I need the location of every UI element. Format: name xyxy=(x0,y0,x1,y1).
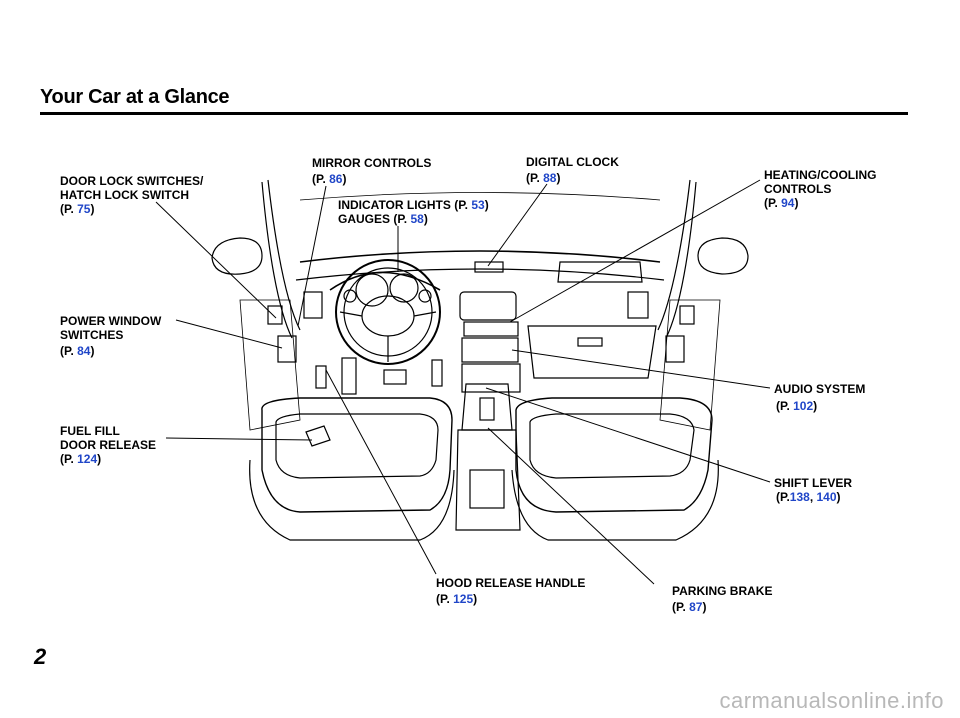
page-link[interactable]: 102 xyxy=(793,399,814,413)
page-link[interactable]: 75 xyxy=(77,202,91,216)
mirror-ref: (P. 86) xyxy=(312,172,431,186)
ref-prefix: (P. xyxy=(776,399,794,413)
title-rule xyxy=(40,112,908,115)
hood-ref: (P. 125) xyxy=(436,592,585,606)
ref-close: ) xyxy=(813,399,818,413)
door-lock-label: DOOR LOCK SWITCHES/ HATCH LOCK SWITCH (P… xyxy=(60,174,203,216)
heating-label-line2: CONTROLS xyxy=(764,182,832,196)
ref-prefix: (P. xyxy=(764,196,782,210)
digital-clock-label: DIGITAL CLOCK (P. 88) xyxy=(526,155,619,185)
fuel-label-line1: FUEL FILL xyxy=(60,424,120,438)
page-link[interactable]: 138 xyxy=(789,490,810,504)
power-window-line1: POWER WINDOW xyxy=(60,314,162,328)
clock-label-line1: DIGITAL CLOCK xyxy=(526,155,619,169)
indicator-gauges-label: INDICATOR LIGHTS (P. 53) GAUGES (P. 58) xyxy=(338,198,489,226)
page-link[interactable]: 53 xyxy=(471,198,485,212)
power-window-ref: (P. 84) xyxy=(60,344,161,358)
ref-close: ) xyxy=(342,172,347,186)
mirror-label-line1: MIRROR CONTROLS xyxy=(312,156,432,170)
ref-close: ) xyxy=(836,490,841,504)
ref-close: ) xyxy=(90,202,95,216)
ref-close: ) xyxy=(473,592,478,606)
shift-ref: (P.138, 140) xyxy=(774,490,852,504)
hood-label-line1: HOOD RELEASE HANDLE xyxy=(436,576,586,590)
heating-cooling-label: HEATING/COOLING CONTROLS (P. 94) xyxy=(764,168,876,210)
ref-prefix: (P. xyxy=(60,344,78,358)
door-lock-ref: (P. 75) xyxy=(60,202,203,216)
parking-ref: (P. 87) xyxy=(672,600,772,614)
fuel-ref: (P. 124) xyxy=(60,452,156,466)
shift-label-line1: SHIFT LEVER xyxy=(774,476,853,490)
ref-prefix: (P. xyxy=(526,171,544,185)
parking-brake-label: PARKING BRAKE (P. 87) xyxy=(672,584,772,614)
ref-close: ) xyxy=(702,600,707,614)
gauges-line: GAUGES (P. 58) xyxy=(338,212,489,226)
audio-label-line1: AUDIO SYSTEM xyxy=(774,382,866,396)
ref-close: ) xyxy=(484,198,489,212)
page-link[interactable]: 58 xyxy=(410,212,424,226)
ref-close: ) xyxy=(556,171,561,185)
parking-label-line1: PARKING BRAKE xyxy=(672,584,773,598)
power-window-line2: SWITCHES xyxy=(60,328,124,342)
ref-separator: , xyxy=(809,490,817,504)
page-link[interactable]: 84 xyxy=(77,344,91,358)
page-link[interactable]: 86 xyxy=(329,172,343,186)
ref-prefix: (P. xyxy=(776,490,790,504)
page-link[interactable]: 87 xyxy=(689,600,703,614)
hood-release-label: HOOD RELEASE HANDLE (P. 125) xyxy=(436,576,585,606)
page-number: 2 xyxy=(34,644,47,669)
indicator-lights-line: INDICATOR LIGHTS (P. 53) xyxy=(338,198,489,212)
ref-close: ) xyxy=(794,196,799,210)
page-link[interactable]: 124 xyxy=(77,452,98,466)
ref-close: ) xyxy=(97,452,102,466)
ref-prefix: (P. xyxy=(60,202,78,216)
clock-ref: (P. 88) xyxy=(526,171,619,185)
ref-prefix: (P. xyxy=(672,600,690,614)
page-link[interactable]: 140 xyxy=(816,490,837,504)
power-window-label: POWER WINDOW SWITCHES (P. 84) xyxy=(60,314,161,358)
heating-label-line1: HEATING/COOLING xyxy=(764,168,877,182)
fuel-label-line2: DOOR RELEASE xyxy=(60,438,157,452)
door-lock-label-line2: HATCH LOCK SWITCH xyxy=(60,188,190,202)
ref-prefix: (P. xyxy=(312,172,330,186)
shift-lever-label: SHIFT LEVER (P.138, 140) xyxy=(774,476,852,504)
ref-prefix: (P. xyxy=(60,452,78,466)
gauges-text: GAUGES (P. xyxy=(338,212,411,226)
page-link[interactable]: 88 xyxy=(543,171,557,185)
page-link[interactable]: 125 xyxy=(453,592,474,606)
ref-close: ) xyxy=(90,344,95,358)
audio-system-label: AUDIO SYSTEM (P. 102) xyxy=(774,382,865,413)
ref-prefix: (P. xyxy=(436,592,454,606)
mirror-controls-label: MIRROR CONTROLS (P. 86) xyxy=(312,156,431,186)
page-link[interactable]: 94 xyxy=(781,196,795,210)
door-lock-label-line1: DOOR LOCK SWITCHES/ xyxy=(60,174,204,188)
page-title: Your Car at a Glance xyxy=(40,86,230,108)
audio-ref: (P. 102) xyxy=(774,399,865,413)
heating-ref: (P. 94) xyxy=(764,196,876,210)
indicator-text: INDICATOR LIGHTS (P. xyxy=(338,198,472,212)
fuel-fill-label: FUEL FILL DOOR RELEASE (P. 124) xyxy=(60,424,156,466)
ref-close: ) xyxy=(423,212,428,226)
watermark: carmanualsonline.info xyxy=(719,688,944,713)
